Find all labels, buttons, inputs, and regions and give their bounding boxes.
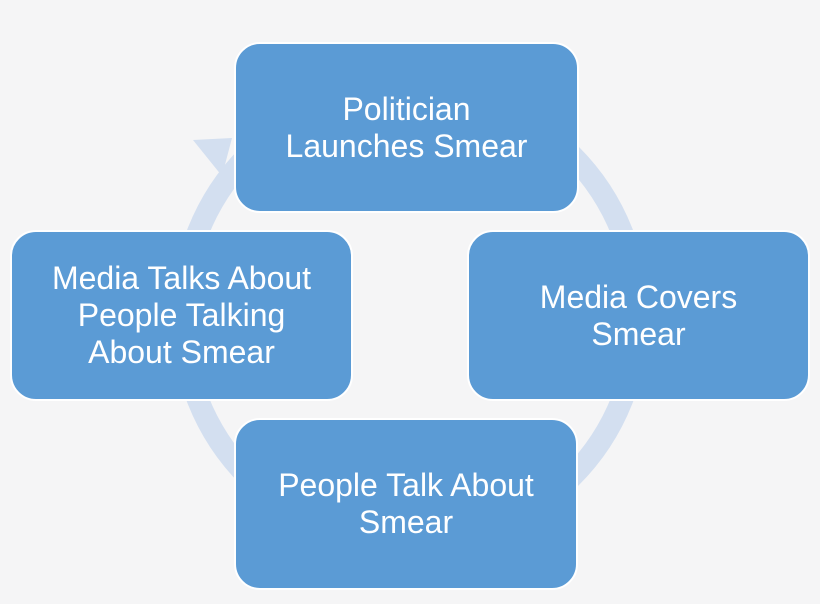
node-politician-launches-smear: Politician Launches Smear bbox=[234, 42, 579, 213]
node-label: Media Covers Smear bbox=[539, 278, 738, 352]
node-people-talk-about-smear: People Talk About Smear bbox=[234, 418, 578, 590]
node-label: Politician Launches Smear bbox=[285, 90, 528, 164]
node-label: Media Talks About People Talking About S… bbox=[51, 260, 312, 370]
node-media-covers-smear: Media Covers Smear bbox=[467, 230, 810, 401]
node-media-talks-about-people-talking: Media Talks About People Talking About S… bbox=[10, 230, 353, 401]
cycle-arrowhead bbox=[193, 138, 232, 176]
node-label: People Talk About Smear bbox=[278, 467, 534, 540]
